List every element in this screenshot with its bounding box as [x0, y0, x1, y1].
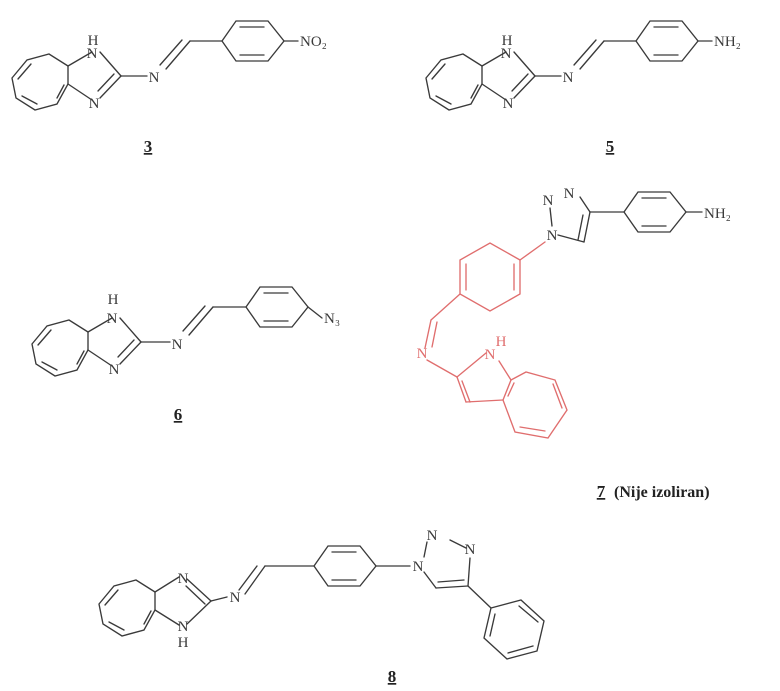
- compound-5-imine-n-label: N: [563, 70, 574, 86]
- compound-8-bonds: [98, 539, 545, 660]
- compound-7-bonds: [424, 191, 703, 439]
- compound-6-n-top-label: N: [107, 311, 118, 327]
- compound-8-imine-n-label: N: [230, 590, 241, 606]
- compound-8-triazole-n2-label: N: [427, 528, 438, 544]
- compound-3-imine-n-label: N: [149, 70, 160, 86]
- compound-7-ring-n-label: N: [485, 347, 496, 363]
- compound-8-triazole-n1-label: N: [413, 559, 424, 575]
- compound-5-substituent: NH₂: [714, 34, 741, 50]
- compound-3-nh-label: H: [88, 33, 99, 49]
- compound-6-substituent: N₃: [324, 311, 340, 327]
- compound-7-triazole-n3-label: N: [564, 186, 575, 202]
- compound-3-substituent: NO₂: [300, 34, 327, 50]
- compound-8-number: 8: [388, 667, 397, 686]
- compound-3-n-bottom-label: N: [89, 96, 100, 112]
- compound-6-nh-label: H: [108, 292, 119, 308]
- compound-5-n-top-label: N: [501, 46, 512, 62]
- compound-6-imine-n-label: N: [172, 337, 183, 353]
- compound-8-triazole-n3-label: N: [465, 542, 476, 558]
- compound-3: H N N N NO₂ 3: [11, 20, 327, 156]
- compound-3-n-top-label: N: [87, 46, 98, 62]
- compound-3-bonds: [11, 20, 299, 111]
- compound-7-triazole-n2-label: N: [543, 193, 554, 209]
- compound-7-note: (Nije izoliran): [614, 484, 710, 501]
- compound-8: N N H N N N N 8: [98, 528, 545, 686]
- compound-5-n-bottom-label: N: [503, 96, 514, 112]
- compound-6: H N N N N₃ 6: [31, 286, 340, 424]
- compound-6-number: 6: [174, 405, 183, 424]
- compound-7-triazole-n1-label: N: [547, 228, 558, 244]
- compound-3-number: 3: [144, 137, 153, 156]
- compound-5-bonds: [425, 20, 713, 111]
- compound-7-substituent: NH₂: [704, 206, 731, 222]
- compound-5: H N N N NH₂ 5: [425, 20, 741, 156]
- compound-5-number: 5: [606, 137, 615, 156]
- compound-5-nh-label: H: [502, 33, 513, 49]
- compound-7-number: 7: [597, 482, 606, 501]
- compound-8-n-top-label: N: [178, 571, 189, 587]
- compound-7-nh-label: H: [496, 334, 507, 350]
- compound-7: N N N NH₂ N H N 7 (Nije izoliran): [417, 186, 731, 501]
- compound-6-n-bottom-label: N: [109, 362, 120, 378]
- compound-7-imine-n-label: N: [417, 346, 428, 362]
- compound-8-nh-label: H: [178, 635, 189, 651]
- compound-6-bonds: [31, 286, 323, 377]
- compound-8-n-bottom-label: N: [178, 619, 189, 635]
